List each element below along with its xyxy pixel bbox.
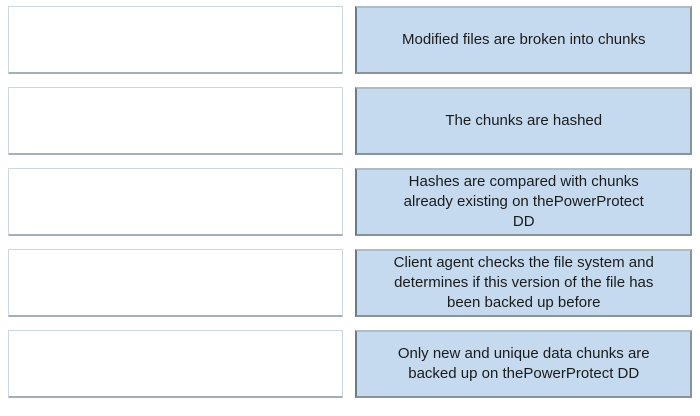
drag-item-text-line: Client agent checks the file system and	[393, 254, 654, 271]
match-row-4: Client agent checks the file system and …	[8, 249, 692, 317]
drop-zone-5[interactable]	[8, 330, 344, 398]
drag-item-text-line: Hashes are compared with chunks	[408, 173, 639, 190]
match-row-3: Hashes are compared with chunks already …	[8, 168, 692, 236]
drag-item-text-line: been backed up before	[447, 294, 601, 311]
match-row-1: Modified files are broken into chunks	[8, 6, 692, 74]
drag-item-text-line: already existing on thePowerProtect	[403, 193, 644, 210]
drag-item-3[interactable]: Hashes are compared with chunks already …	[355, 168, 692, 236]
drag-item-text-line: Modified files are broken into chunks	[402, 31, 646, 48]
drop-zone-1[interactable]	[8, 6, 344, 74]
drag-item-text-line: The chunks are hashed	[445, 112, 603, 129]
match-row-5: Only new and unique data chunks are back…	[8, 330, 692, 398]
drag-item-5[interactable]: Only new and unique data chunks are back…	[355, 330, 692, 398]
drop-zone-2[interactable]	[8, 87, 344, 155]
drag-item-text-line: DD	[512, 213, 535, 230]
drag-item-text-line: determines if this version of the file h…	[394, 274, 654, 291]
drop-zone-3[interactable]	[8, 168, 344, 236]
match-row-2: The chunks are hashed	[8, 87, 692, 155]
drag-item-text-line: backed up on thePowerProtect DD	[408, 365, 640, 382]
drag-item-1[interactable]: Modified files are broken into chunks	[355, 6, 692, 74]
drag-item-4[interactable]: Client agent checks the file system and …	[355, 249, 692, 317]
drop-zone-4[interactable]	[8, 249, 344, 317]
drag-item-text-line: Only new and unique data chunks are	[397, 345, 650, 362]
drag-item-2[interactable]: The chunks are hashed	[355, 87, 692, 155]
